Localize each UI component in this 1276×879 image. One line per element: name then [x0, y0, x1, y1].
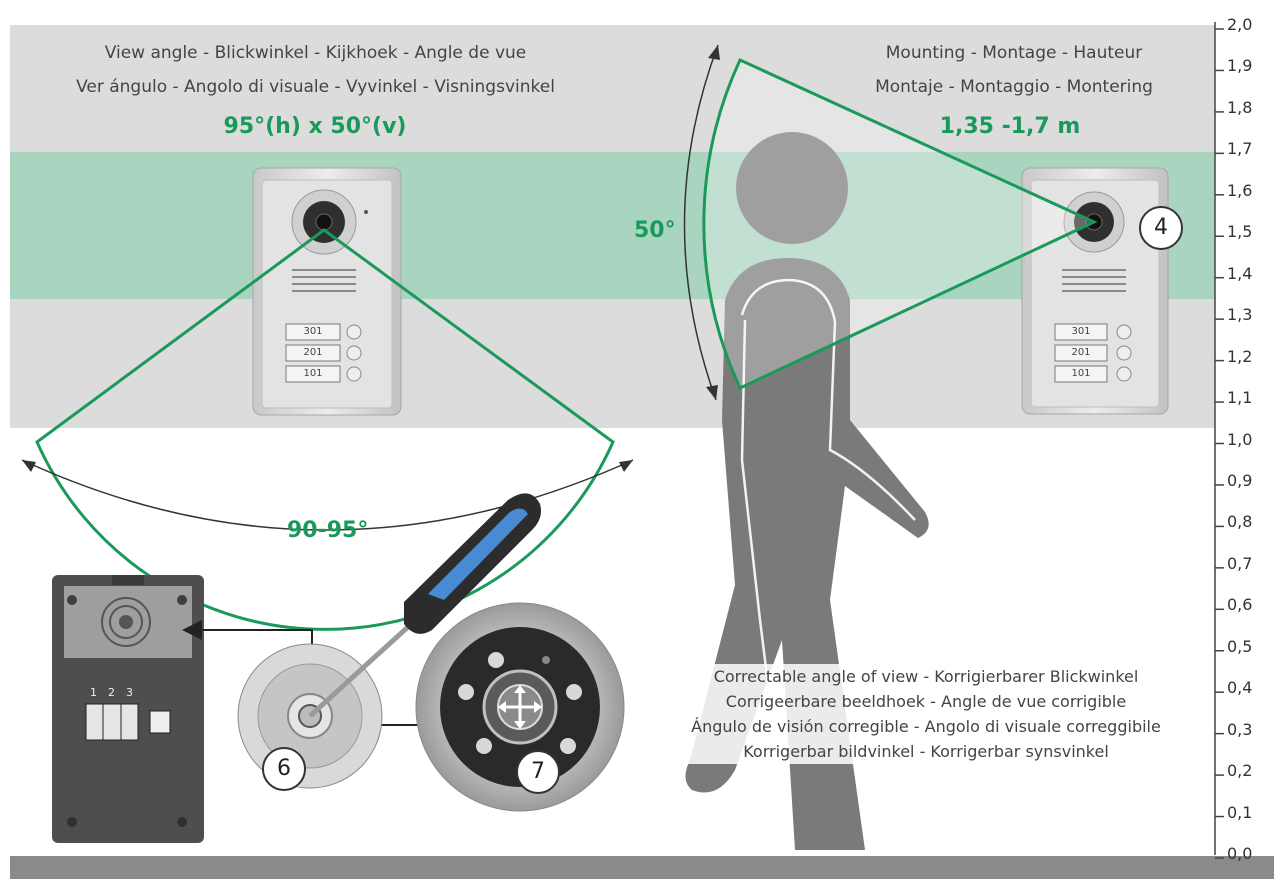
- mounting-title-2: Montaje - Montaggio - Montering: [875, 77, 1153, 97]
- terminal-1: 1: [90, 686, 97, 699]
- scale-label: 0,8: [1227, 512, 1253, 532]
- callout-7: 7: [516, 750, 560, 794]
- vertical-view-sector: [702, 58, 1098, 390]
- person-arm-outline: [740, 278, 916, 521]
- door-panel-front-left: [252, 167, 402, 416]
- panel-label-201-right: 201: [1071, 347, 1091, 358]
- scale-label: 0,1: [1227, 802, 1253, 822]
- vertical-angle-arc: [683, 44, 719, 401]
- scale-label: 1,1: [1227, 388, 1253, 408]
- horizontal-angle-label: 90-95°: [287, 518, 369, 543]
- scale-label: 1,4: [1227, 263, 1253, 283]
- horizontal-view-sector: [35, 228, 615, 631]
- scale-label: 1,0: [1227, 429, 1253, 449]
- scale-label: 1,3: [1227, 305, 1253, 325]
- scale-label: 0,5: [1227, 636, 1253, 656]
- view-angle-title-2: Ver ángulo - Angolo di visuale - Vyvinke…: [76, 77, 555, 97]
- callout-6: 6: [262, 747, 306, 791]
- terminal-2: 2: [108, 686, 115, 699]
- mounting-title-1: Mounting - Montage - Hauteur: [885, 43, 1143, 63]
- panel-label-201: 201: [303, 347, 323, 358]
- callout-4: 4: [1139, 206, 1183, 250]
- panel-label-101: 101: [303, 368, 323, 379]
- view-angle-value: 95°(h) x 50°(v): [223, 114, 407, 139]
- lens-detail-7: [415, 602, 625, 812]
- pointer-to-back-camera: [196, 629, 313, 648]
- scale-label: 1,5: [1227, 222, 1253, 242]
- view-angle-title-1: View angle - Blickwinkel - Kijkhoek - An…: [104, 43, 527, 63]
- panel-label-301-right: 301: [1071, 326, 1091, 337]
- panel-label-101-right: 101: [1071, 368, 1091, 379]
- scale-label: 1,8: [1227, 97, 1253, 117]
- correctable-angle-note: Correctable angle of view - Korrigierbar…: [658, 664, 1194, 764]
- screwdriver: [308, 493, 541, 718]
- note-line-4: Korrigerbar bildvinkel - Korrigerbar syn…: [743, 742, 1109, 761]
- back-panel: [52, 575, 204, 843]
- floor-bar: [10, 856, 1274, 879]
- terminal-3: 3: [126, 686, 133, 699]
- vertical-angle-label: 50°: [634, 218, 676, 243]
- panel-label-301: 301: [303, 326, 323, 337]
- note-line-1: Correctable angle of view - Korrigierbar…: [713, 667, 1139, 686]
- scale-label: 1,2: [1227, 346, 1253, 366]
- scale-label: 0,6: [1227, 595, 1253, 615]
- scale-ticks: [1215, 28, 1224, 859]
- note-line-2: Corrigeerbare beeldhoek - Angle de vue c…: [725, 692, 1127, 711]
- scale-label: 0,3: [1227, 719, 1253, 739]
- scale-label: 0,7: [1227, 553, 1253, 573]
- mounting-value: 1,35 -1,7 m: [939, 114, 1081, 139]
- scale-label: 0,4: [1227, 678, 1253, 698]
- scale-label: 1,6: [1227, 180, 1253, 200]
- horizontal-angle-arc: [21, 459, 634, 531]
- scale-label: 2,0: [1227, 15, 1253, 34]
- scale-label: 0,0: [1227, 844, 1253, 863]
- scale-label: 1,7: [1227, 139, 1253, 159]
- note-line-3: Ángulo de visión corregible - Angolo di …: [691, 717, 1161, 736]
- scale-label: 1,9: [1227, 56, 1253, 76]
- green-mounting-band: [10, 152, 1215, 299]
- scale-label: 0,2: [1227, 761, 1253, 781]
- adjust-arrows-icon: [503, 690, 537, 724]
- scale-label: 0,9: [1227, 470, 1253, 490]
